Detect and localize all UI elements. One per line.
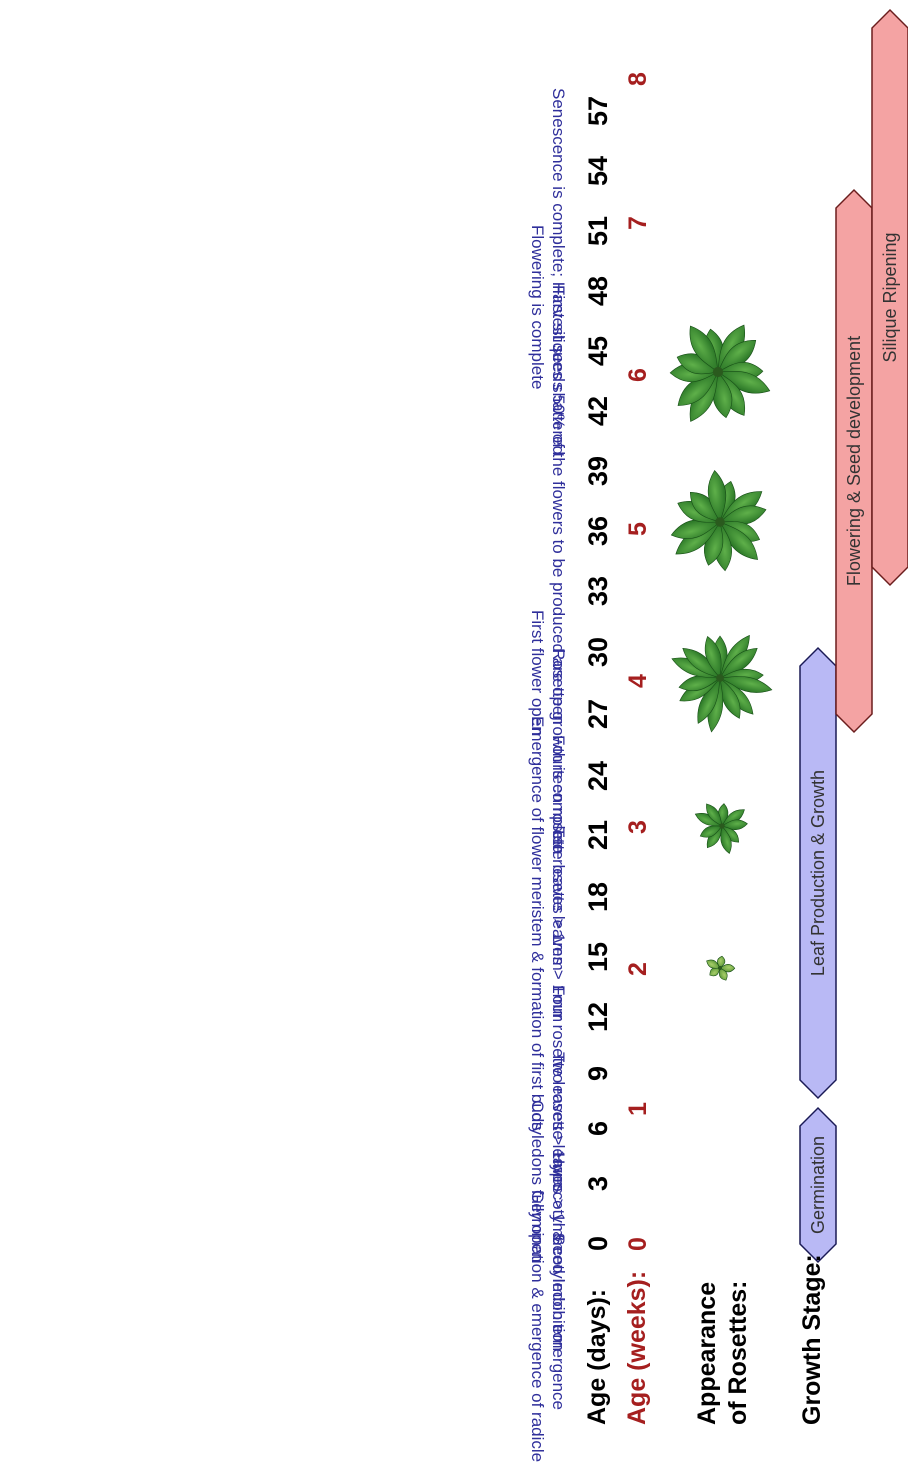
day-label: 36 (585, 516, 612, 546)
rosette-plant-icon (705, 956, 735, 982)
rosette-center (713, 367, 723, 377)
week-label: 4 (626, 674, 651, 688)
stage-bar-germination: Germination (800, 1108, 836, 1262)
rosette-center (716, 674, 724, 682)
stage-label: Flowering & Seed development (844, 336, 864, 586)
day-label: 3 (585, 1176, 612, 1191)
week-label: 8 (626, 72, 651, 86)
day-label: 24 (585, 761, 612, 791)
day-label: 21 (585, 820, 612, 850)
day-label: 15 (585, 942, 612, 972)
week-label: 0 (626, 1237, 651, 1251)
stage-bar-leaf-production: Leaf Production & Growth (800, 648, 836, 1098)
week-label: 6 (626, 368, 651, 382)
growth-stage-header: Growth Stage: (800, 1254, 825, 1425)
week-label: 5 (626, 522, 651, 536)
day-label: 30 (585, 637, 612, 667)
rosette-center (719, 823, 724, 828)
day-label: 45 (585, 336, 612, 366)
week-label: 2 (626, 962, 651, 976)
event-annotation: Senescence is complete; Harvest seeds (550, 88, 567, 390)
rosette-plant-icon (669, 470, 768, 572)
stage-label: Silique Ripening (880, 232, 900, 362)
day-label: 0 (585, 1236, 612, 1251)
rosette-plant-icon (670, 321, 773, 426)
day-label: 57 (585, 96, 612, 126)
day-label: 12 (585, 1002, 612, 1032)
week-label: 3 (626, 820, 651, 834)
rosette-plant-icon (693, 801, 748, 855)
rosette-plant-icon (669, 631, 773, 733)
rosette-center (718, 966, 722, 970)
day-label: 6 (585, 1121, 612, 1136)
rosette-center (715, 517, 725, 527)
event-annotation: Flowering is complete (529, 225, 546, 389)
day-label: 9 (585, 1066, 612, 1081)
stage-bar-flowering: Flowering & Seed development (836, 190, 872, 732)
day-label: 48 (585, 276, 612, 306)
week-label: 1 (626, 1102, 651, 1116)
stage-label: Leaf Production & Growth (808, 770, 828, 976)
age-days-header: Age (days): (585, 1289, 610, 1425)
stage-bar-silique: Silique Ripening (872, 10, 908, 585)
day-label: 27 (585, 699, 612, 729)
day-label: 42 (585, 396, 612, 426)
age-weeks-header: Age (weeks): (625, 1271, 650, 1425)
appearance-header-line1: Appearance (695, 1282, 720, 1425)
day-label: 54 (585, 156, 612, 186)
event-annotation: Emergence of flower meristem & formation… (529, 716, 546, 1131)
day-label: 18 (585, 882, 612, 912)
day-label: 39 (585, 456, 612, 486)
stage-label: Germination (808, 1136, 828, 1234)
event-annotation: First flower open (529, 610, 546, 736)
day-label: 51 (585, 216, 612, 246)
day-label: 33 (585, 576, 612, 606)
appearance-header-line2: of Rosettes: (726, 1281, 751, 1425)
week-label: 7 (626, 216, 651, 230)
